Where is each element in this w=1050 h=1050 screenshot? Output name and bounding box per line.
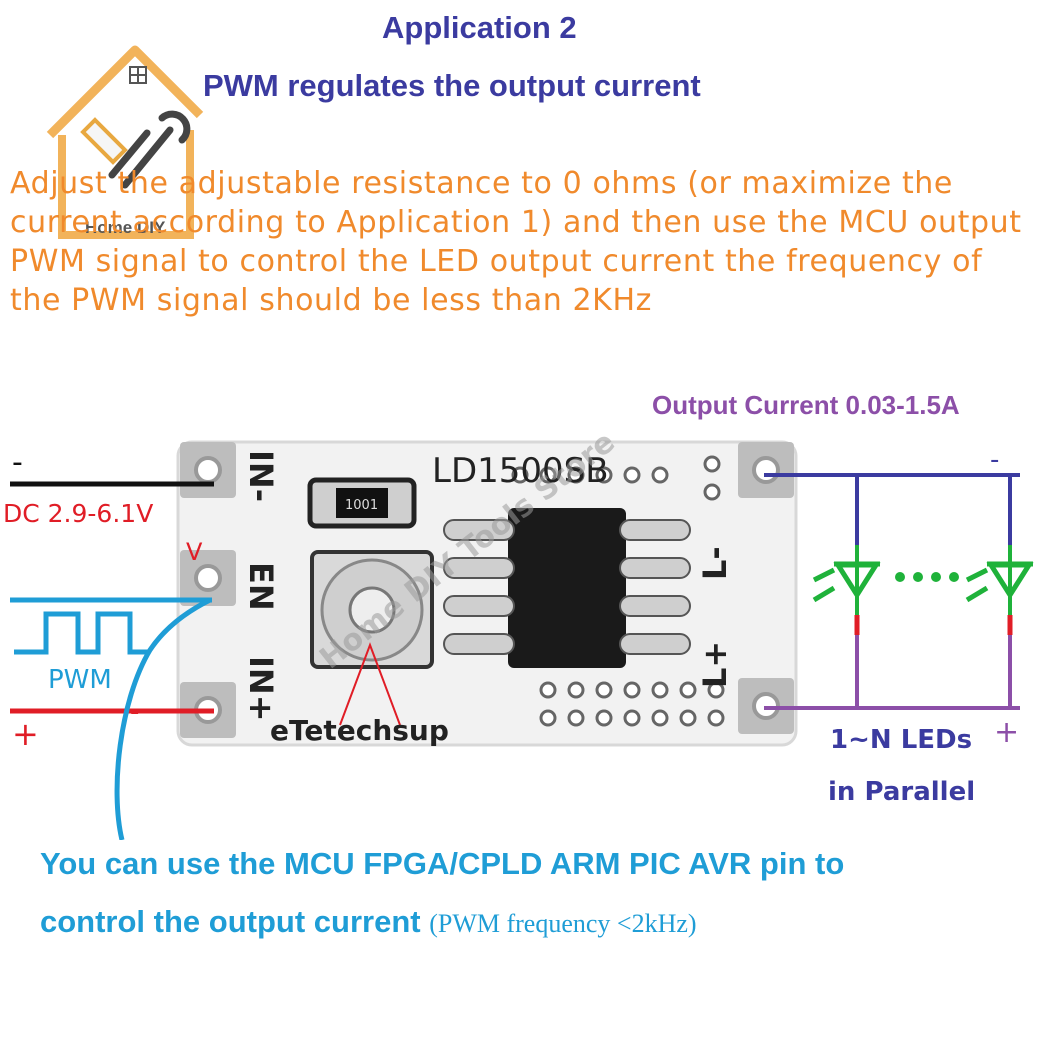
footer-line-2: control the output current (PWM frequenc… [40, 904, 697, 940]
wiring-diagram: LD1500SB 1001 eTetechsup IN- EN IN+ L- L… [3, 425, 1034, 840]
pwm-signal [10, 597, 212, 840]
en-v-label: V [186, 538, 203, 566]
led-n [965, 545, 1034, 635]
home-diy-logo-text: Home DIY [85, 218, 166, 237]
leds-label-line2: in Parallel [828, 777, 975, 807]
board-brand: eTetechsup [270, 714, 449, 747]
led-driver-board [176, 440, 798, 747]
output-minus-wire [764, 473, 1020, 545]
output-plus-wire [764, 620, 1020, 710]
pin-label-en: EN [242, 562, 280, 611]
output-plus-label: + [994, 715, 1019, 750]
input-dash-label: - [130, 697, 139, 727]
input-minus-label: - [12, 445, 23, 480]
pin-label-l-minus: L- [696, 546, 734, 580]
page-title: Application 2 [382, 10, 577, 45]
pin-label-l-plus: L+ [696, 641, 734, 688]
input-plus-label: + [12, 715, 39, 753]
description-text: Adjust the adjustable resistance to 0 oh… [10, 166, 1022, 318]
input-voltage-label: DC 2.9-6.1V [3, 499, 153, 528]
footer-pwm-note: (PWM frequency <2kHz) [429, 909, 697, 938]
home-diy-logo [46, 45, 204, 239]
pin-label-in-plus: IN+ [242, 656, 280, 722]
led-1 [812, 545, 881, 635]
resistor-code: 1001 [345, 498, 378, 513]
leds-label-line1: 1~N LEDs [830, 725, 972, 755]
output-minus-label: - [990, 445, 999, 475]
footer-line-1: You can use the MCU FPGA/CPLD ARM PIC AV… [40, 846, 845, 881]
pin-label-in-minus: IN- [242, 450, 280, 502]
footer-line-2-text: control the output current [40, 904, 421, 939]
output-current-label: Output Current 0.03-1.5A [652, 390, 960, 420]
pwm-label: PWM [48, 665, 112, 695]
board-model: LD1500SB [432, 451, 609, 491]
page-subtitle: PWM regulates the output current [203, 68, 701, 103]
led-dots [895, 572, 959, 582]
